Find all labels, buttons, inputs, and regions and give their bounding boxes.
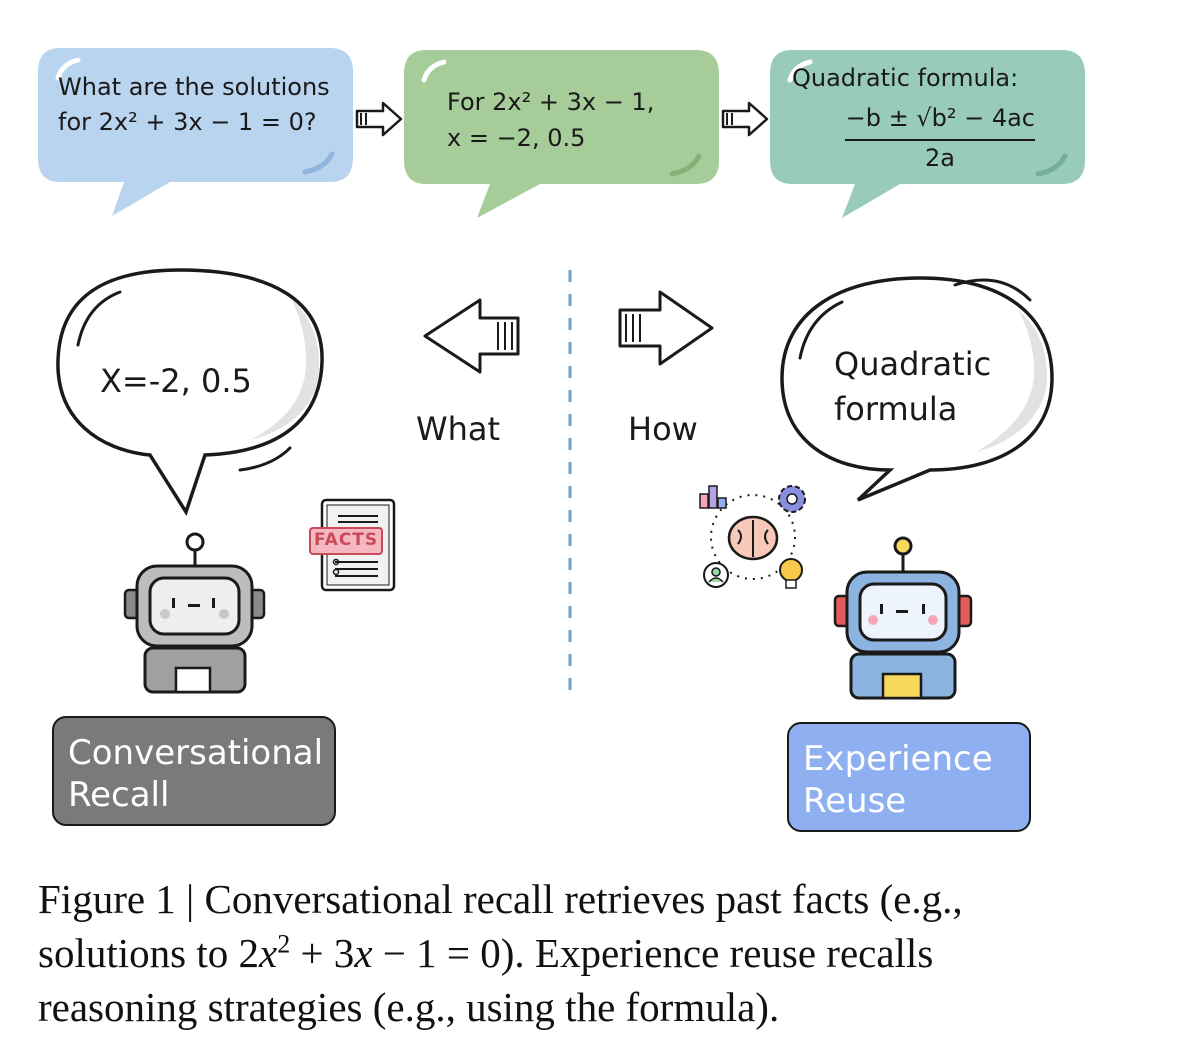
recall-bubble-text: X=-2, 0.5 [100,362,252,400]
question-text: What are the solutions for 2x² + 3x − 1 … [58,73,330,136]
gear-icon [778,485,806,513]
formula-numerator: −b ± √b² − 4ac [845,104,1035,132]
bar-chart-icon [699,485,727,509]
experience-reuse-tag: Experience Reuse [787,722,1031,832]
person-target-icon [703,562,729,588]
formula-bubble-shine [787,59,813,83]
left-robot-icon [123,532,266,694]
facts-label: FACTS [314,530,379,550]
caption-text-c: − 1 = 0). Experience reuse recalls [372,930,934,976]
right-thought-bubble [780,276,1054,502]
left-thought-bubble [56,268,324,517]
reuse-bubble-line-2: formula [834,390,958,428]
caption-text-b: + 3 [290,930,355,976]
formula-bubble-shade [1035,153,1068,177]
arrow-right-small-2-icon [721,101,769,137]
arrow-left-big-icon [423,298,520,374]
answer-line-1: For 2x² + 3x − 1, [447,88,655,116]
right-thought-shine [798,300,844,360]
facts-document-icon [309,498,396,592]
caption-var-x: x [258,930,278,976]
formula-title: Quadratic formula: [792,64,1019,92]
how-label: How [628,410,698,448]
reuse-tag-line-1: Experience [803,739,993,779]
diagram-graphics [38,48,1085,700]
diagram: What are the solutions for 2x² + 3x − 1 … [38,48,1085,832]
answer-bubble [404,50,719,218]
left-thought-accent [238,446,292,472]
answer-bubble-shine [421,59,447,83]
question-bubble-shine [55,57,81,81]
right-robot-icon [833,536,973,700]
brain-icon [727,515,779,561]
conversational-recall-tag: Conversational Recall [52,716,336,826]
caption-line-2: solutions to 2x2 + 3x − 1 = 0). Experien… [38,926,1148,980]
figure-caption: Figure 1 | Conversational recall retriev… [38,872,1148,1034]
arrow-right-small-1-icon [355,101,403,137]
recall-tag-line-2: Recall [68,775,170,815]
reuse-bubble-line-1: Quadratic [834,345,992,383]
strategy-icon-cluster [699,485,806,589]
arrow-right-big-icon [618,290,714,366]
formula-bubble [770,50,1085,218]
caption-exponent: 2 [277,929,291,959]
formula-denominator: 2a [925,144,955,172]
answer-line-2: x = −2, 0.5 [447,124,586,152]
question-bubble [38,48,353,216]
caption-text-a: solutions to 2 [38,930,259,976]
caption-line-1: Figure 1 | Conversational recall retriev… [38,876,963,922]
right-thought-shade [976,310,1047,452]
caption-line-3: reasoning strategies (e.g., using the fo… [38,984,780,1030]
answer-bubble-shade [669,153,702,177]
right-thought-accent [953,278,1032,302]
left-thought-shade [250,300,320,440]
recall-tag-line-1: Conversational [68,733,324,773]
lightbulb-icon [779,558,803,589]
left-thought-shine [76,290,122,347]
answer-text: For 2x² + 3x − 1, x = −2, 0.5 [447,84,707,156]
caption-var-x-2: x [354,930,373,976]
fraction-bar [845,139,1035,141]
question-bubble-shade [302,151,335,175]
reuse-tag-line-2: Reuse [803,781,907,821]
what-label: What [416,410,501,448]
reuse-bubble-text: Quadratic formula [834,342,1054,432]
